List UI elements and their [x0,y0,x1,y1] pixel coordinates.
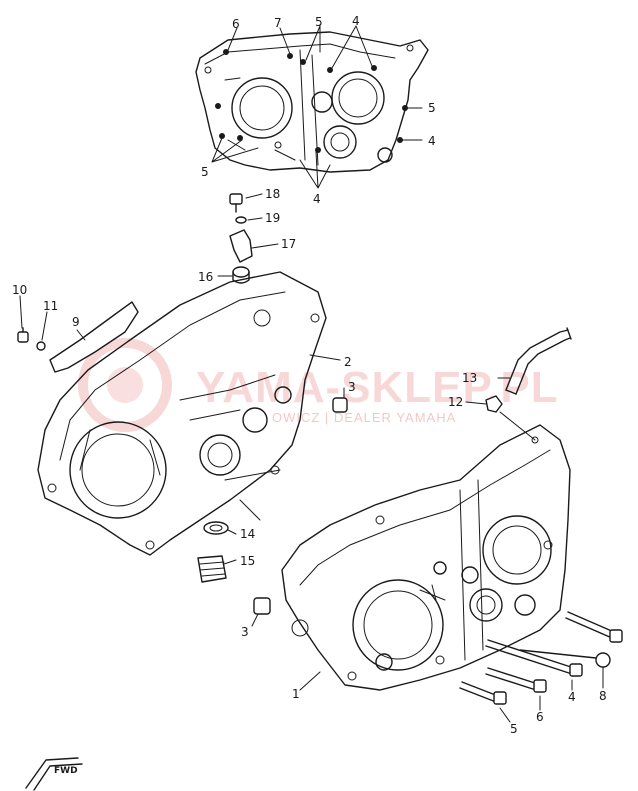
guide-9 [49,301,139,373]
callout-9: 9 [72,315,80,329]
callout-13: 13 [462,371,477,385]
crankcase-inner-view [195,31,429,173]
watermark: YAMA-SKLEP.PL OWICZ | DEALER YAMAHA [78,338,559,432]
callout-3: 3 [348,380,356,394]
callout-3: 3 [241,625,249,639]
bolt-upper [565,611,615,639]
callout-4: 4 [313,192,321,206]
callout-14: 14 [240,527,255,541]
bracket-17 [229,229,253,263]
watermark-title: YAMA-SKLEP.PL [196,363,559,412]
washer-11 [36,341,46,351]
callout-labels: 6 7 5 4 5 4 5 4 18 19 17 16 10 11 9 2 3 … [12,14,607,736]
callout-1: 1 [292,687,300,701]
crankcase-bolts [299,611,623,723]
callout-5: 5 [201,165,209,179]
watermark-subtitle: OWICZ | DEALER YAMAHA [272,410,456,425]
washer-19 [235,216,247,224]
callout-8: 8 [599,689,607,703]
callout-16: 16 [198,270,213,284]
screw-10 [17,331,29,343]
grommet-16 [232,266,250,278]
bolt-4 [485,639,575,675]
callout-4: 4 [428,134,436,148]
fwd-arrow: FWD [25,757,83,791]
parts-12-13 [465,327,572,441]
gasket-14 [203,521,229,535]
crankcase-right-half [281,424,571,691]
parts-9-10-11 [17,295,139,373]
callout-6: 6 [536,710,544,724]
callout-4: 4 [568,690,576,704]
callout-2: 2 [344,355,352,369]
washer-8 [595,652,611,668]
crankcase-left-half [37,271,327,556]
parts-3-14-15 [197,387,348,627]
callout-17: 17 [281,237,296,251]
bolt-5 [459,681,499,703]
callout-15: 15 [240,554,255,568]
fwd-label: FWD [54,766,78,776]
small-parts-16-19 [217,193,279,284]
bolt-6 [485,667,539,691]
leaders-top [211,25,423,189]
callout-19: 19 [265,211,280,225]
callout-5: 5 [510,722,518,736]
callout-18: 18 [265,187,280,201]
callout-11: 11 [43,299,58,313]
dowel-3-upper [332,397,348,413]
callout-4: 4 [352,14,360,28]
callout-12: 12 [448,395,463,409]
callout-6: 6 [232,17,240,31]
leader-2 [309,354,341,361]
dowel-3-lower [253,597,271,615]
fitting-12 [485,395,503,413]
callout-5: 5 [315,15,323,29]
callout-10: 10 [12,283,27,297]
callout-7: 7 [274,16,282,30]
callout-5: 5 [428,101,436,115]
bolt-18 [229,193,243,205]
